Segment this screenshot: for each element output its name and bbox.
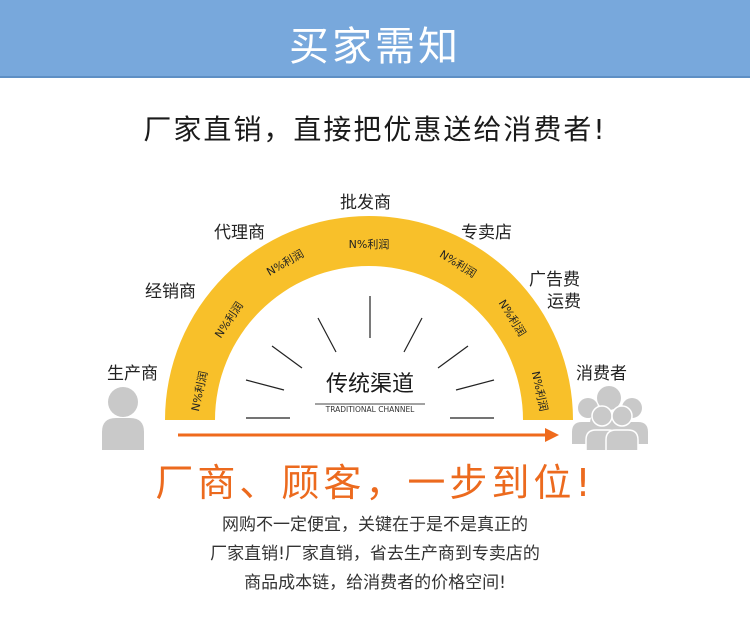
node-agent: 代理商 xyxy=(214,223,265,243)
profit-label: N%利润 xyxy=(349,237,390,251)
center-title: 传统渠道 xyxy=(326,372,414,397)
node-distributor: 经销商 xyxy=(145,282,196,302)
description-line: 网购不一定便宜，关键在于是不是真正的 xyxy=(222,515,528,535)
node-consumer: 消费者 xyxy=(576,364,627,384)
profit-arch xyxy=(165,216,573,420)
node-wholesaler: 批发商 xyxy=(340,193,391,213)
channel-diagram: N%利润 N%利润 N%利润 N%利润 N%利润 N%利润 N%利润 传统渠道 … xyxy=(102,216,648,450)
tagline: 厂家直销，直接把优惠送给消费者! xyxy=(143,113,607,146)
node-store: 专卖店 xyxy=(461,223,512,243)
page-title: 买家需知 xyxy=(289,24,461,70)
slogan: 厂商、顾客，一步到位! xyxy=(155,461,595,505)
description-line: 商品成本链，给消费者的价格空间! xyxy=(244,573,506,593)
person-icon xyxy=(102,387,144,450)
header-banner: 买家需知 xyxy=(0,0,750,78)
description-line: 厂家直销!厂家直销，省去生产商到专卖店的 xyxy=(210,544,540,564)
node-shipping-fee: 运费 xyxy=(547,292,581,312)
node-ad-fee: 广告费 xyxy=(529,270,580,290)
banner-background xyxy=(0,0,750,78)
group-icon xyxy=(572,386,648,450)
center-subtitle: TRADITIONAL CHANNEL xyxy=(325,405,416,414)
node-producer: 生产商 xyxy=(107,364,158,384)
direct-arrow xyxy=(178,428,559,442)
sunburst-lines xyxy=(245,296,495,419)
